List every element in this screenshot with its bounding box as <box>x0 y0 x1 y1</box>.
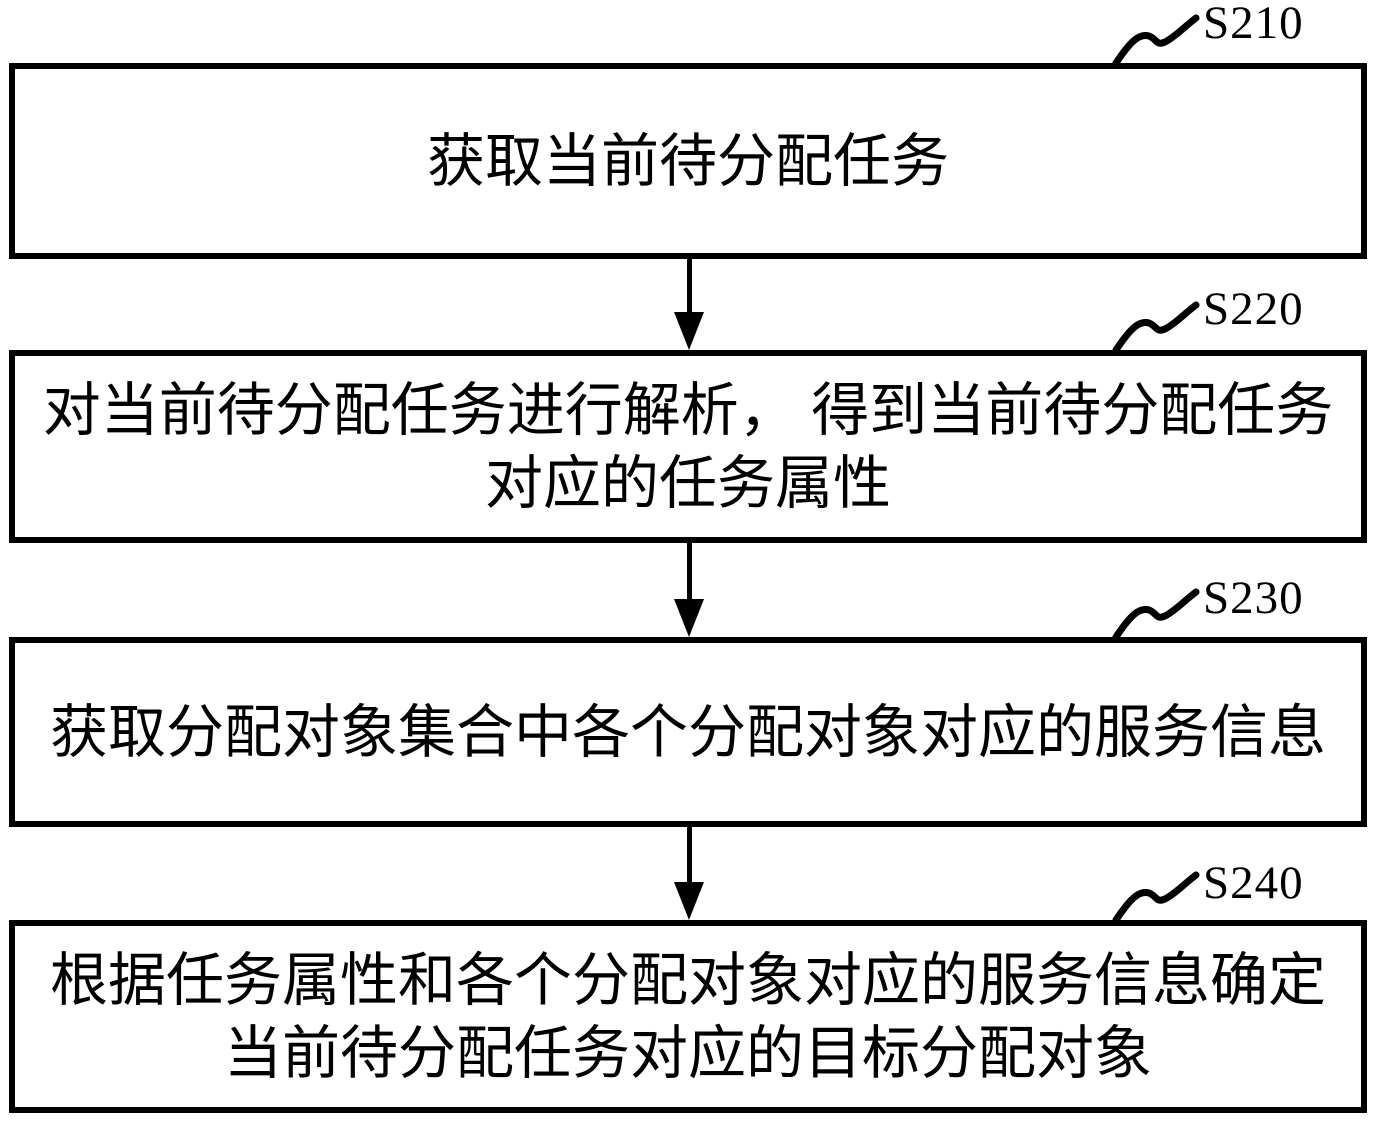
arrow-shaft <box>686 543 692 599</box>
step-connector-squiggle-s230 <box>1112 588 1200 640</box>
step-label-s210: S210 <box>1203 0 1304 49</box>
flow-box-s210: 获取当前待分配任务 <box>9 63 1367 259</box>
flow-box-text: 当前待分配任务对应的目标分配对象 <box>223 1020 1152 1086</box>
arrow-head <box>674 599 704 637</box>
step-label-s220: S220 <box>1203 283 1304 335</box>
flow-box-text: 根据任务属性和各个分配对象对应的服务信息确定 <box>49 947 1326 1013</box>
step-connector-squiggle-s240 <box>1112 871 1200 923</box>
down-arrow-icon <box>674 259 704 350</box>
step-label-s230: S230 <box>1203 572 1304 624</box>
flow-box-s220: 对当前待分配任务进行解析， 得到当前待分配任务 对应的任务属性 <box>9 350 1367 543</box>
flow-box-text: 获取分配对象集合中各个分配对象对应的服务信息 <box>49 699 1326 765</box>
flow-box-text: 对应的任务属性 <box>484 450 891 516</box>
arrow-shaft <box>686 259 692 312</box>
step-label-s240: S240 <box>1203 857 1304 909</box>
arrow-head <box>674 882 704 920</box>
down-arrow-icon <box>674 543 704 637</box>
flow-box-text: 获取当前待分配任务 <box>426 128 949 194</box>
step-connector-squiggle-s220 <box>1112 301 1200 353</box>
flow-box-s230: 获取分配对象集合中各个分配对象对应的服务信息 <box>9 637 1367 827</box>
flow-box-text: 对当前待分配任务进行解析， 得到当前待分配任务 <box>42 377 1334 443</box>
step-connector-squiggle-s210 <box>1112 14 1200 66</box>
down-arrow-icon <box>674 827 704 920</box>
arrow-shaft <box>686 827 692 882</box>
arrow-head <box>674 312 704 350</box>
flow-box-s240: 根据任务属性和各个分配对象对应的服务信息确定 当前待分配任务对应的目标分配对象 <box>9 920 1367 1113</box>
